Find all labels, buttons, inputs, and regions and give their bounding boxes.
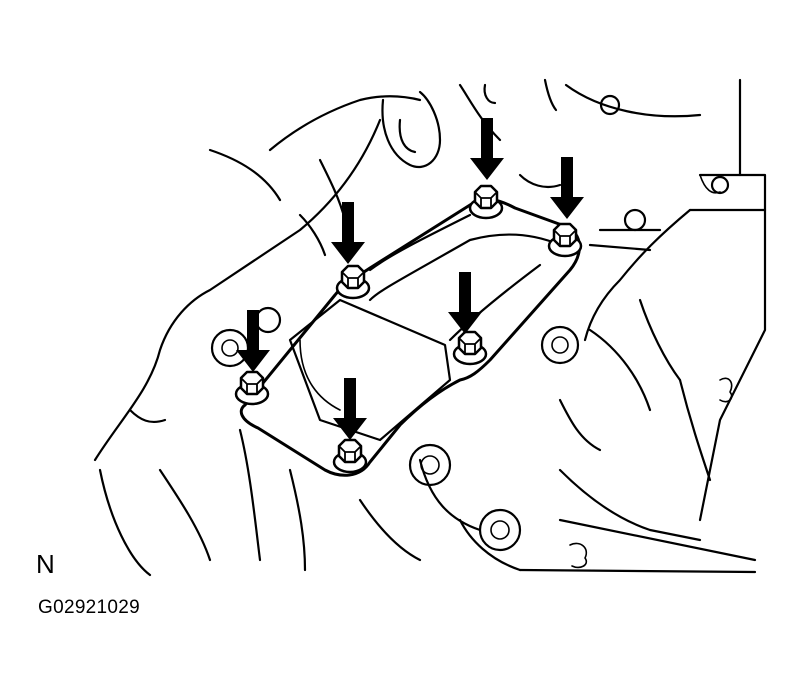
arrow-left (236, 310, 270, 372)
bolt-top-right (547, 222, 583, 258)
bolt-upper-left (335, 264, 371, 300)
arrow-top-center (470, 118, 504, 180)
transaxle-housing (93, 78, 767, 577)
bolt-left (234, 370, 270, 406)
arrow-bottom (333, 378, 367, 440)
arrow-upper-left (331, 202, 365, 264)
arrow-center (448, 272, 482, 334)
figure-id: G02921029 (38, 597, 141, 618)
bolt-group (234, 184, 583, 474)
cover-plate (239, 197, 581, 477)
arrow-group (236, 118, 584, 440)
orientation-label: N (36, 549, 55, 579)
arrow-top-right (550, 157, 584, 219)
bolt-center (452, 330, 488, 366)
bolt-top-center (468, 184, 504, 220)
bolt-bottom (332, 438, 368, 474)
